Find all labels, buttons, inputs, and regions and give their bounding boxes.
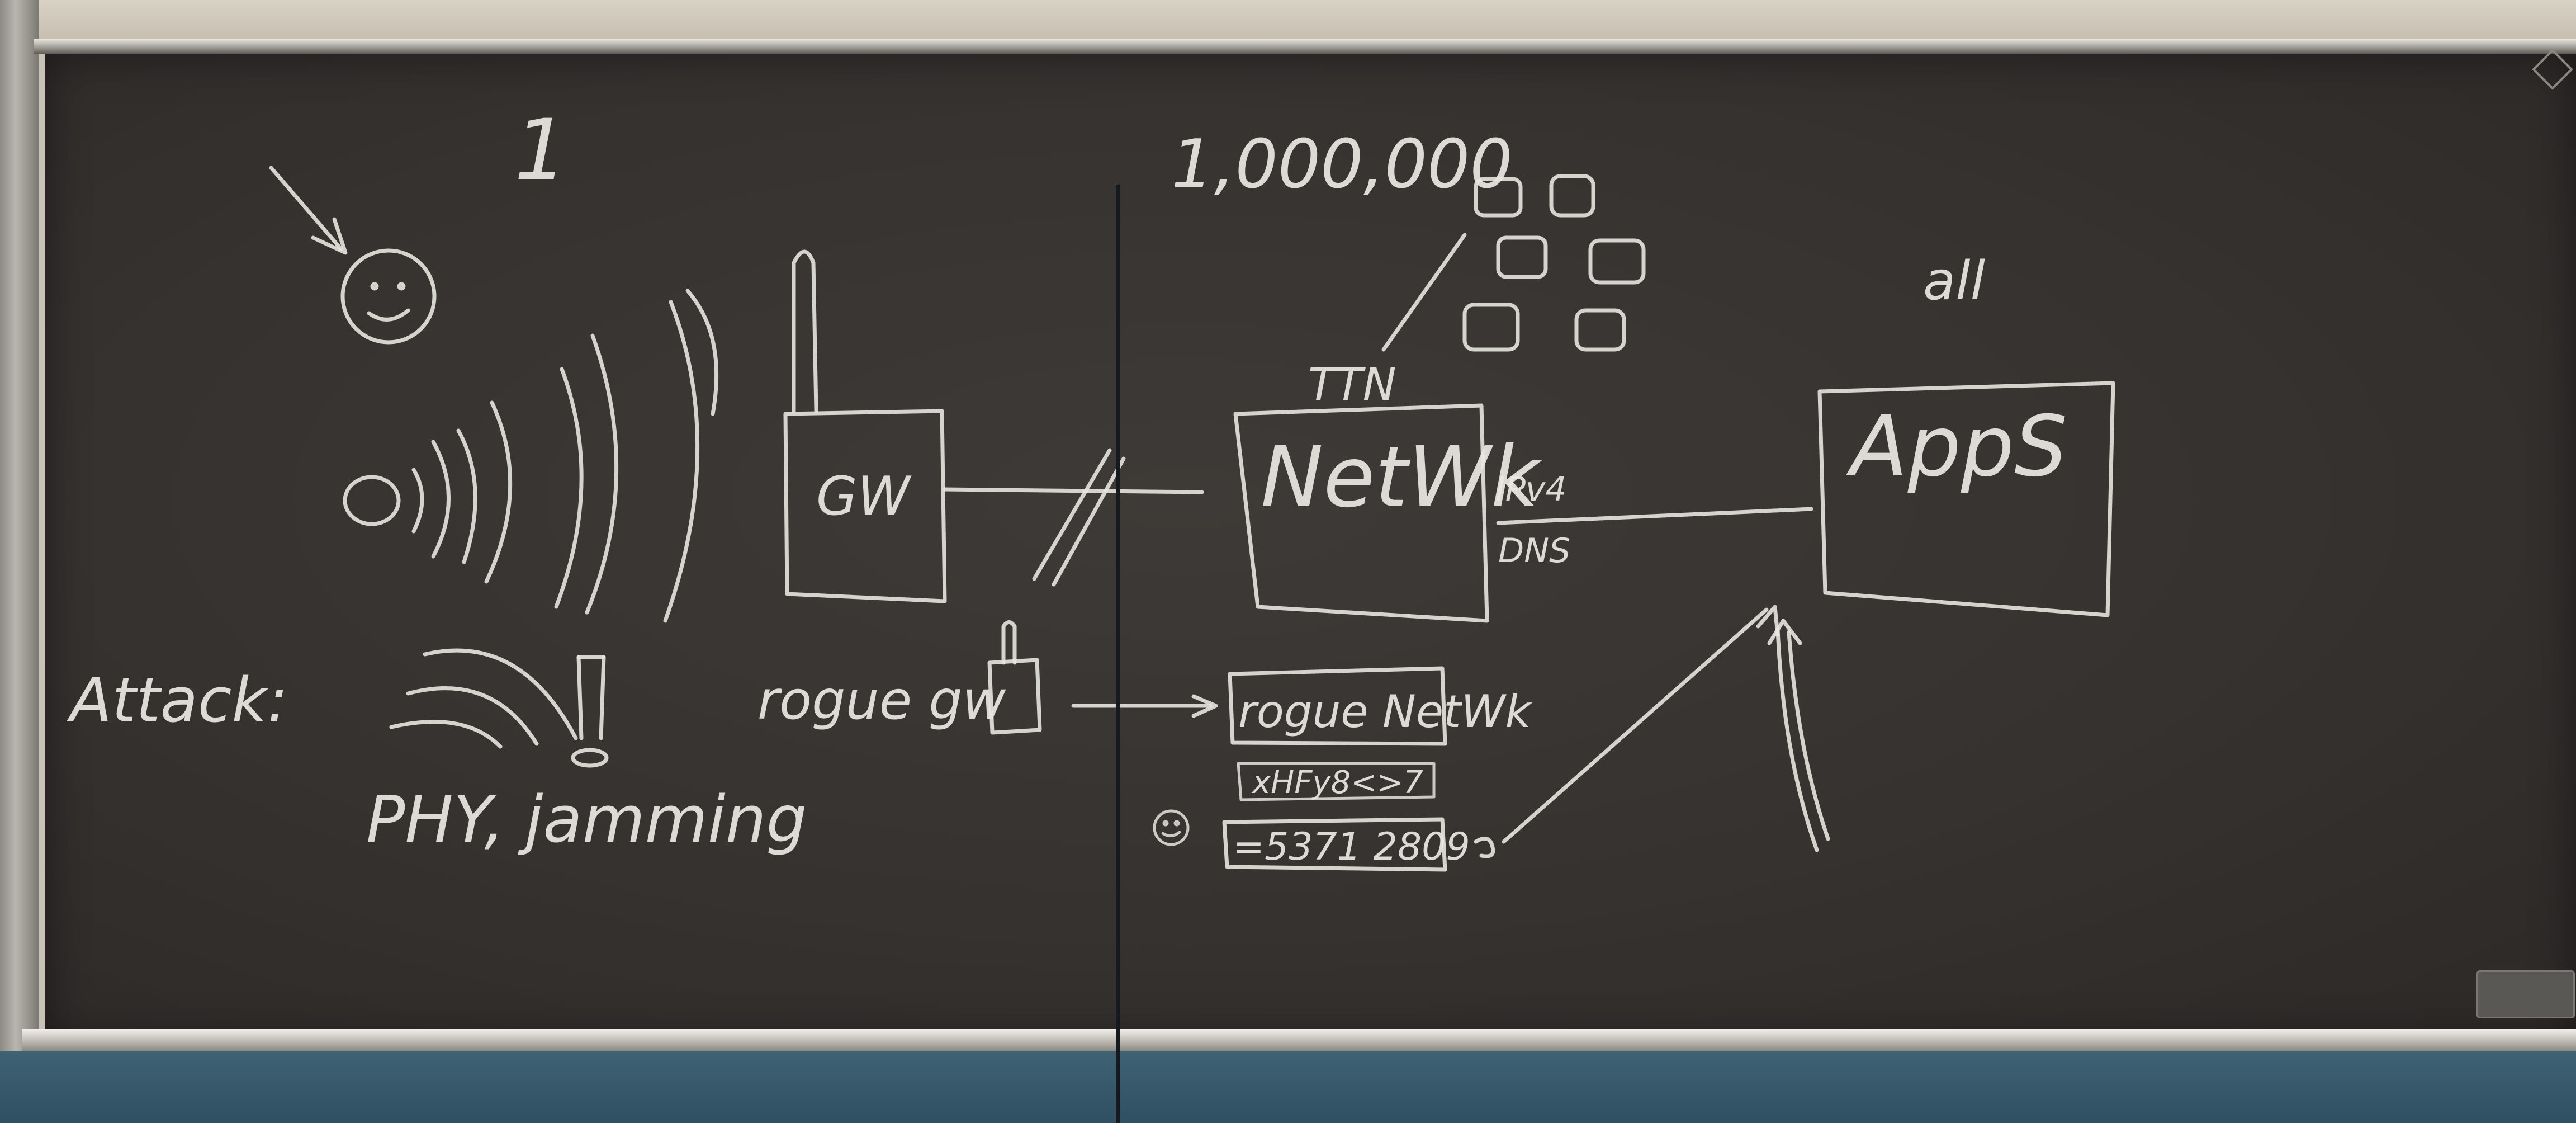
arrow-icon — [1767, 619, 1830, 852]
eraser — [2476, 970, 2575, 1018]
wall-top — [0, 0, 2576, 45]
netwk-label: NetWk — [1261, 429, 1542, 526]
label-all: all — [1923, 251, 1985, 312]
rogue-netwk-box — [1228, 666, 1447, 746]
arrow-icon — [1071, 694, 1218, 718]
netwk-apps-link — [1496, 507, 1813, 525]
exclamation-icon — [571, 655, 609, 768]
gw-label: GW — [816, 466, 912, 527]
label-ttn: TTN — [1308, 358, 1396, 410]
key-box — [1237, 762, 1436, 801]
label-ipv4: IPv4 — [1495, 470, 1567, 509]
ttn-connector-line — [1381, 233, 1467, 352]
attack-path-to-apps — [1474, 607, 1769, 858]
board-frame-left — [0, 0, 39, 1123]
apps-box — [1817, 381, 2115, 617]
smiley-icon — [1153, 809, 1190, 846]
label-million: 1,000,000 — [1171, 126, 1513, 204]
netwk-box — [1233, 403, 1489, 623]
hanging-cord — [1116, 185, 1120, 1123]
device-cluster — [1462, 174, 1646, 352]
radio-waves-icon — [343, 289, 719, 623]
wall-bottom — [0, 1051, 2576, 1123]
apps-label: AppS — [1846, 398, 2067, 496]
gw-netwk-link — [943, 487, 1204, 494]
arrow-icon — [269, 166, 348, 255]
chalk-ledge — [22, 1029, 2576, 1051]
rogue-gw-device-icon — [987, 620, 1042, 735]
key-box-label: xHFy8<>7 — [1251, 765, 1423, 801]
board-top-rail — [34, 39, 2576, 54]
label-one: 1 — [514, 102, 567, 199]
label-phy-jamming: PHY, jamming — [366, 782, 807, 857]
smiley-icon — [340, 248, 437, 345]
number-box — [1222, 817, 1447, 872]
rogue-netwk-label: rogue NetWk — [1238, 686, 1533, 738]
label-dns: DNS — [1498, 531, 1570, 570]
jamming-waves-icon — [389, 648, 578, 749]
gw-box — [783, 409, 947, 603]
label-rogue-gw: rogue gw — [757, 670, 1006, 732]
label-attack: Attack: — [67, 664, 288, 736]
number-box-label: =5371 2809 — [1233, 825, 1470, 869]
antenna-icon — [792, 249, 818, 413]
